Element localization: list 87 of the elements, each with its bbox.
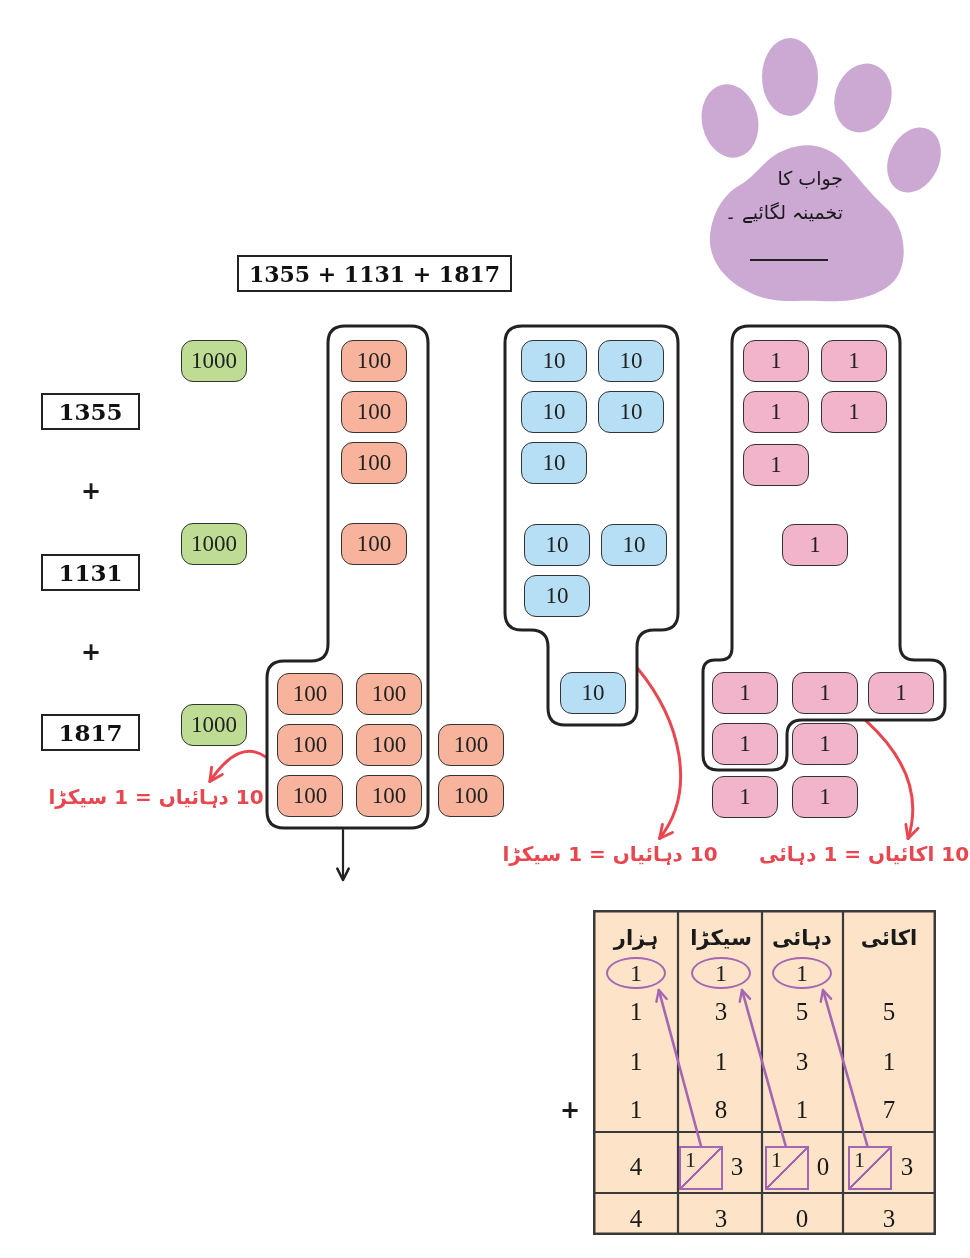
- curved-arrow: [636, 666, 682, 840]
- crossed-out-digit: 1: [679, 1146, 723, 1190]
- circled-digit: 1: [691, 957, 751, 989]
- crossed-out-digit: 1: [848, 1146, 892, 1190]
- equation-box: 1355 + 1131 + 1817: [237, 255, 512, 292]
- digit: 3: [795, 1048, 809, 1076]
- crossed-out-digit: 1: [765, 1146, 809, 1190]
- number-tile: 100: [356, 673, 422, 715]
- number-tile: 1: [743, 391, 809, 433]
- number-tile: 10: [524, 524, 590, 566]
- exchange-note: 10 دہائیاں = 1 سیکڑا: [502, 839, 718, 869]
- number-tile: 1: [868, 672, 934, 714]
- number-tile: 10: [521, 391, 587, 433]
- digit: 4: [629, 1153, 643, 1181]
- digit: 1: [629, 1048, 643, 1076]
- number-tile: 10: [601, 524, 667, 566]
- grouping-outline: [265, 324, 430, 830]
- column-heading: ہزار: [613, 924, 659, 952]
- number-tile: 10: [521, 340, 587, 382]
- grouping-outline: [503, 324, 680, 727]
- exchange-note: 10 اکائیاں = 1 دہائی: [758, 839, 970, 869]
- number-box: 1131: [41, 554, 140, 591]
- number-box: 1355: [41, 393, 140, 430]
- number-tile: 100: [438, 724, 504, 766]
- carry-arrow: [738, 988, 787, 1148]
- number-tile: 10: [521, 442, 587, 484]
- number-tile: 1000: [181, 704, 247, 746]
- number-tile: 1: [743, 340, 809, 382]
- exchange-note: 10 دہائیاں = 1 سیکڑا: [48, 782, 264, 812]
- digit: 4: [629, 1205, 643, 1233]
- plus-sign: +: [80, 638, 102, 666]
- number-tile: 1: [712, 723, 778, 765]
- number-tile: 1: [821, 340, 887, 382]
- number-tile: 100: [341, 391, 407, 433]
- number-tile: 100: [341, 442, 407, 484]
- curved-arrow: [864, 719, 920, 840]
- column-heading: اکائی: [860, 924, 918, 952]
- number-tile: 1: [792, 776, 858, 818]
- number-box: 1817: [41, 714, 140, 751]
- number-tile: 1: [782, 524, 848, 566]
- digit: 7: [882, 1096, 896, 1124]
- number-tile: 100: [341, 340, 407, 382]
- number-tile: 1000: [181, 523, 247, 565]
- number-tile: 100: [277, 775, 343, 817]
- digit: 1: [629, 998, 643, 1026]
- digit: 1: [714, 1048, 728, 1076]
- circled-digit: 1: [772, 957, 832, 989]
- down-arrow: [336, 828, 350, 882]
- number-tile: 100: [356, 724, 422, 766]
- column-heading: سیکڑا: [690, 924, 752, 952]
- plus-sign: +: [80, 477, 102, 505]
- digit: 3: [882, 1205, 896, 1233]
- digit: 3: [900, 1153, 914, 1181]
- number-tile: 100: [438, 775, 504, 817]
- number-tile: 1: [712, 672, 778, 714]
- carry-arrow: [819, 988, 869, 1148]
- carry-arrow: [655, 988, 703, 1148]
- number-tile: 100: [277, 724, 343, 766]
- digit: 1: [882, 1048, 896, 1076]
- grouping-outline: [701, 324, 947, 772]
- number-tile: 1: [712, 776, 778, 818]
- column-heading: دہائی: [772, 924, 832, 952]
- number-tile: 1: [743, 444, 809, 486]
- number-tile: 100: [277, 673, 343, 715]
- number-tile: 100: [356, 775, 422, 817]
- number-tile: 10: [598, 340, 664, 382]
- curved-arrow: [208, 749, 268, 783]
- digit: 3: [730, 1153, 744, 1181]
- digit: 1: [629, 1096, 643, 1124]
- number-tile: 10: [524, 575, 590, 617]
- number-tile: 10: [598, 391, 664, 433]
- digit: 3: [714, 1205, 728, 1233]
- plus-sign: +: [559, 1096, 581, 1124]
- digit: 1: [795, 1096, 809, 1124]
- number-tile: 100: [341, 523, 407, 565]
- number-tile: 1: [821, 391, 887, 433]
- circled-digit: 1: [606, 957, 666, 989]
- digit: 0: [816, 1153, 830, 1181]
- number-tile: 1000: [181, 340, 247, 382]
- digit: 3: [714, 998, 728, 1026]
- digit: 0: [795, 1205, 809, 1233]
- digit: 8: [714, 1096, 728, 1124]
- number-tile: 1: [792, 723, 858, 765]
- digit: 5: [882, 998, 896, 1026]
- digit: 5: [795, 998, 809, 1026]
- number-tile: 10: [560, 672, 626, 714]
- number-tile: 1: [792, 672, 858, 714]
